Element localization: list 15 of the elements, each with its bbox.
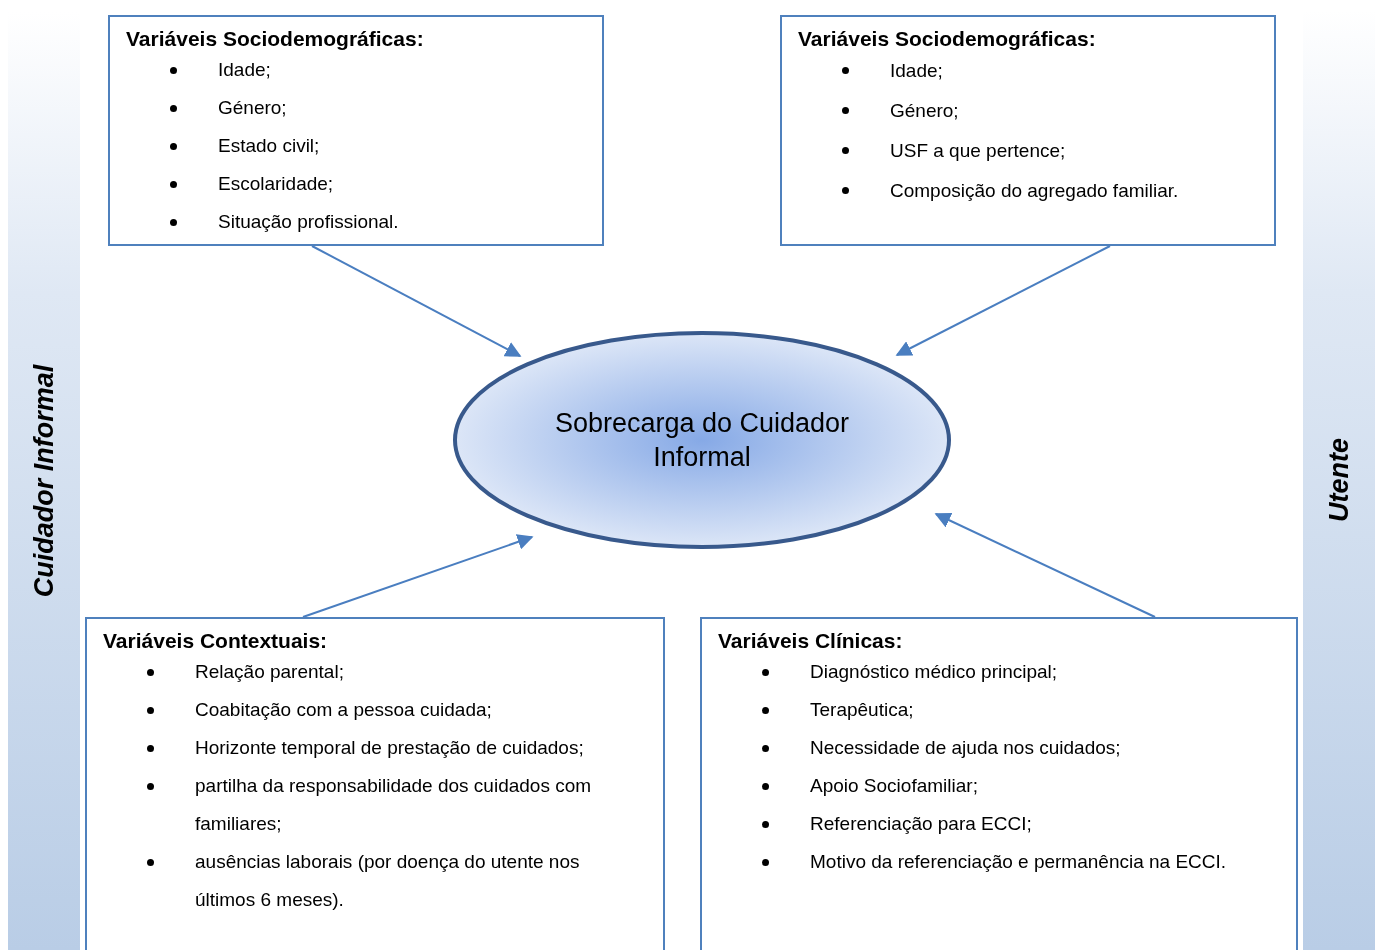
band-label: Cuidador Informal xyxy=(28,364,60,598)
arrow xyxy=(302,534,534,618)
variable-box xyxy=(700,617,1298,950)
box-heading: Variáveis Sociodemográficas: xyxy=(126,27,424,51)
arrow xyxy=(895,245,1111,356)
variable-box xyxy=(108,15,604,246)
arrow xyxy=(934,512,1156,618)
box-heading: Variáveis Clínicas: xyxy=(718,629,903,653)
band-label: Utente xyxy=(1323,438,1355,522)
variable-box xyxy=(85,617,665,950)
box-heading: Variáveis Contextuais: xyxy=(103,629,328,653)
node-text: Sobrecarga do Cuidador Informal xyxy=(553,407,851,474)
box-heading: Variáveis Sociodemográficas: xyxy=(798,27,1096,51)
variable-box xyxy=(780,15,1276,246)
arrow xyxy=(311,245,522,357)
